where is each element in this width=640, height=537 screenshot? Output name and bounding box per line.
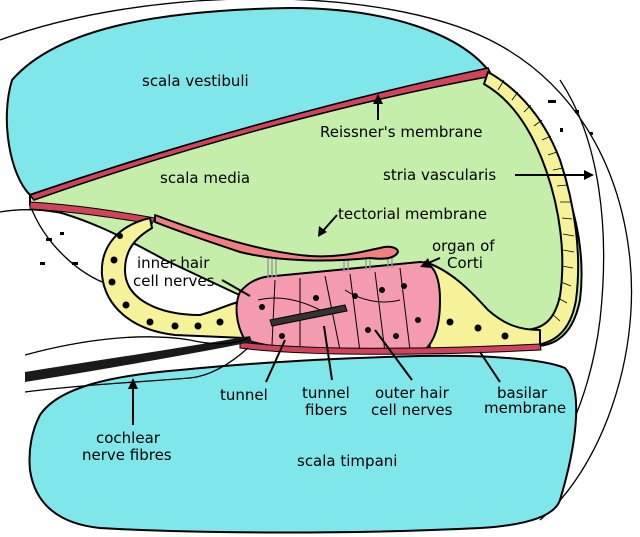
label-basilar-1: basilar [497, 384, 548, 402]
label-reissners-membrane: Reissner's membrane [320, 123, 482, 141]
label-organ-of-corti-2: Corti [447, 254, 483, 272]
osseous-lamina-outline [24, 336, 249, 356]
label-basilar-2: membrane [484, 399, 566, 417]
organ-nuclei [259, 283, 421, 339]
label-outer-hair-1: outer hair [375, 384, 450, 402]
spiral-limbus-outline [29, 204, 111, 286]
pointer-lines [128, 94, 594, 425]
tunnel-fibers-band [269, 304, 348, 327]
label-tunnel-fibers-2: fibers [305, 401, 347, 419]
osseous-lamina-outline-low [24, 347, 249, 393]
claudius-nuclei [446, 318, 509, 340]
label-tectorial-membrane: tectorial membrane [338, 205, 487, 223]
outer-bone-wall [0, 0, 633, 521]
label-stria-vascularis: stria vascularis [383, 166, 496, 184]
inner-sulcus-nuclei [108, 233, 224, 330]
claudius-cells [424, 261, 541, 351]
basilar-membrane [239, 341, 542, 355]
label-inner-hair-2: cell nerves [133, 272, 215, 290]
label-scala-vestibuli: scala vestibuli [142, 72, 249, 90]
cochlear-nerve-bundle [25, 336, 252, 382]
label-outer-hair-2: cell nerves [371, 401, 453, 419]
label-scala-media: scala media [160, 169, 250, 187]
tectorial-membrane [154, 214, 399, 262]
label-scala-timpani: scala timpani [297, 452, 397, 470]
label-tunnel: tunnel [220, 386, 268, 404]
label-inner-hair-1: inner hair [137, 254, 210, 272]
stria-cells [497, 79, 575, 322]
bone-specks [40, 100, 593, 265]
label-cochlear-2: nerve fibres [82, 446, 172, 464]
stereocilia [267, 252, 393, 278]
label-cochlear-1: cochlear [96, 429, 161, 447]
label-organ-of-corti-1: organ of [432, 237, 495, 255]
scala-timpani-region [28, 354, 578, 534]
label-tunnel-fibers-1: tunnel [302, 384, 350, 402]
